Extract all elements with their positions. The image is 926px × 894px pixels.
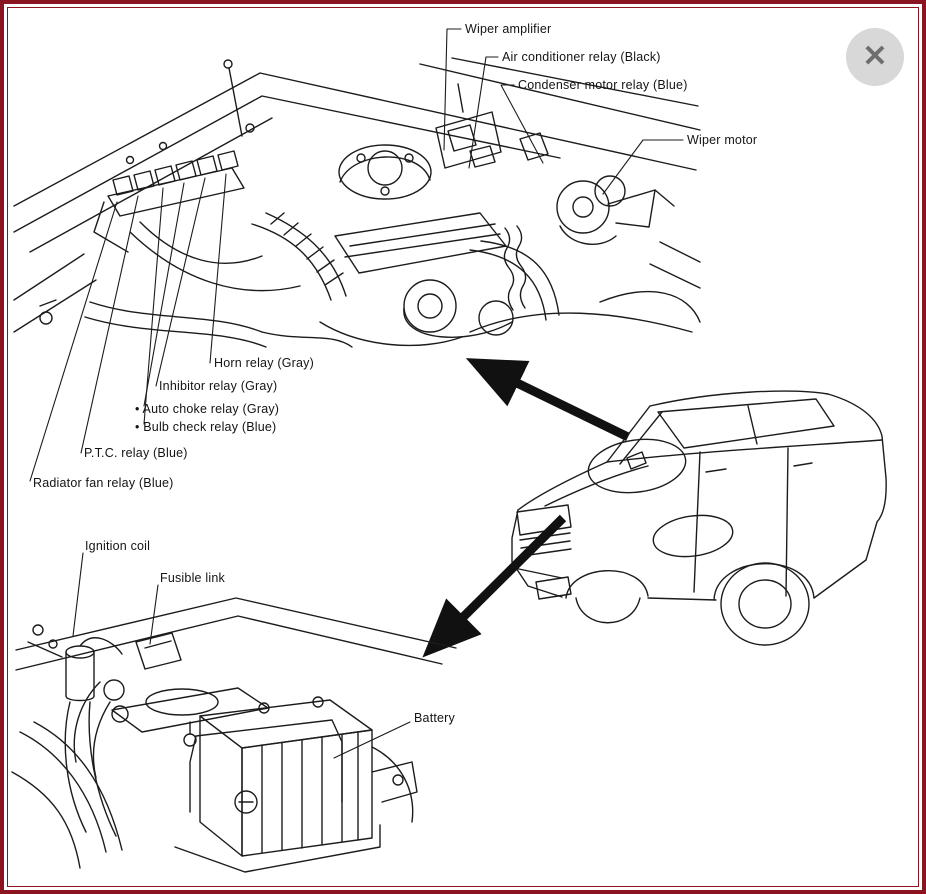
- close-button[interactable]: ✕: [846, 28, 904, 86]
- close-icon: ✕: [862, 40, 888, 73]
- pointer-arrows: [422, 358, 630, 658]
- label-battery: Battery: [414, 711, 455, 725]
- upper-leader-lines: [29, 28, 684, 482]
- label-auto-choke-relay: • Auto choke relay (Gray): [135, 402, 280, 416]
- upper-engine-bay-art: [13, 57, 701, 348]
- label-air-conditioner-relay: Air conditioner relay (Black): [502, 50, 661, 64]
- label-wiper-amplifier: Wiper amplifier: [465, 22, 552, 36]
- label-wiper-motor: Wiper motor: [687, 133, 758, 147]
- lower-engine-bay-art: [11, 597, 457, 873]
- lower-leader-lines: [72, 552, 411, 759]
- car-art: [511, 390, 887, 646]
- label-radiator-fan-relay: Radiator fan relay (Blue): [33, 476, 174, 490]
- label-ptc-relay: P.T.C. relay (Blue): [84, 446, 188, 460]
- arrow-to-upper-diagram-icon: [465, 358, 630, 442]
- label-bulb-check-relay: • Bulb check relay (Blue): [135, 420, 277, 434]
- label-fusible-link: Fusible link: [160, 571, 225, 585]
- label-ignition-coil: Ignition coil: [85, 539, 151, 553]
- label-inhibitor-relay: Inhibitor relay (Gray): [159, 379, 278, 393]
- label-condenser-motor-relay: Condenser motor relay (Blue): [518, 78, 688, 92]
- label-horn-relay: Horn relay (Gray): [214, 356, 314, 370]
- arrow-to-lower-diagram-icon: [422, 514, 567, 658]
